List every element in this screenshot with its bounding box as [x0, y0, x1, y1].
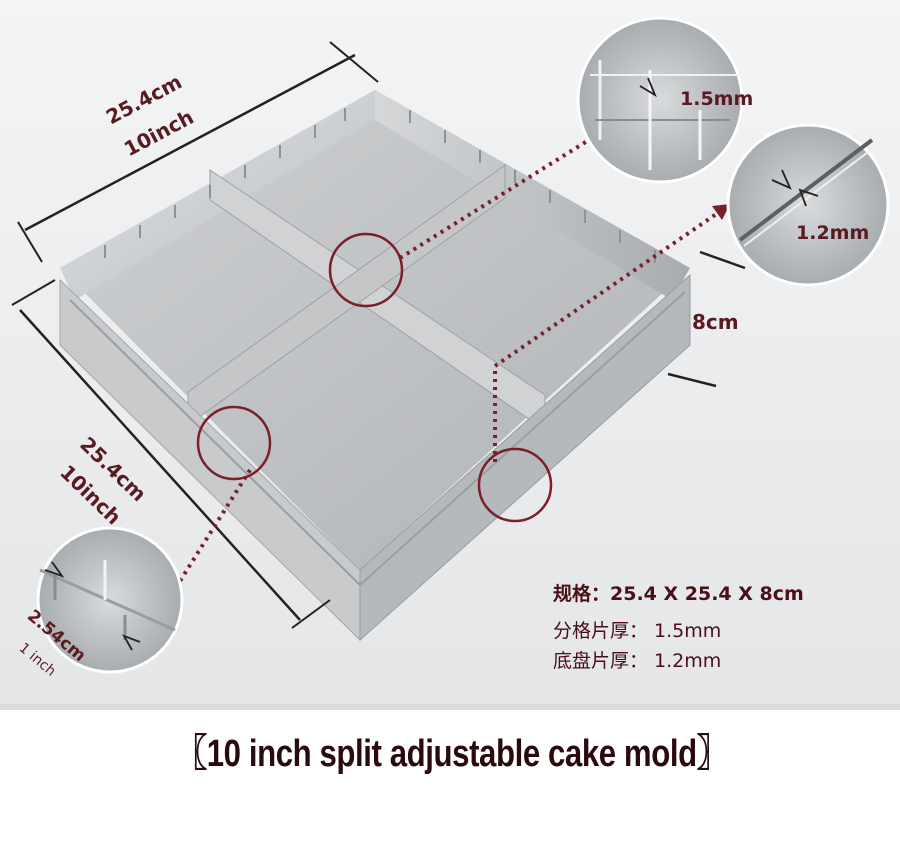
- base-gap-label: 1.2mm: [796, 222, 870, 244]
- hinge-strip-right: [359, 291, 686, 586]
- height-tick-bottom: [667, 372, 717, 388]
- highlight-circles: [196, 232, 553, 523]
- photo-bottom-edge: [0, 704, 900, 710]
- zoom-divider-joint: [576, 16, 744, 184]
- top-dimension-tick-left: [17, 221, 43, 263]
- side-dimension-line: [19, 309, 301, 621]
- height-tick-top: [699, 250, 746, 270]
- cake-mold-photo: [0, 0, 900, 710]
- height-label: 8cm: [692, 310, 739, 334]
- spec-divider-thickness: 分格片厚： 1.5mm: [553, 620, 722, 642]
- divider-gap-label: 1.5mm: [680, 88, 754, 110]
- spec-base-thickness: 底盘片厚： 1.2mm: [553, 650, 722, 672]
- small-arrows: [44, 77, 819, 651]
- zoom-slot-spacing: [36, 526, 184, 674]
- side-dimension-tick-top: [11, 279, 56, 306]
- product-caption: 〖10 inch split adjustable cake mold〗: [176, 733, 728, 775]
- top-dimension-tick-right: [329, 41, 379, 83]
- zoom-base-gap: [726, 123, 890, 287]
- top-dimension-line: [24, 53, 356, 232]
- front-right-wall: [359, 273, 691, 642]
- leader-lines: [166, 106, 730, 602]
- wall-slots: [104, 108, 656, 263]
- spec-size: 规格：25.4 X 25.4 X 8cm: [553, 583, 804, 605]
- hinge-strip-left: [69, 299, 361, 586]
- back-right-wall: [375, 90, 690, 300]
- side-dimension-tick-bottom: [291, 599, 331, 629]
